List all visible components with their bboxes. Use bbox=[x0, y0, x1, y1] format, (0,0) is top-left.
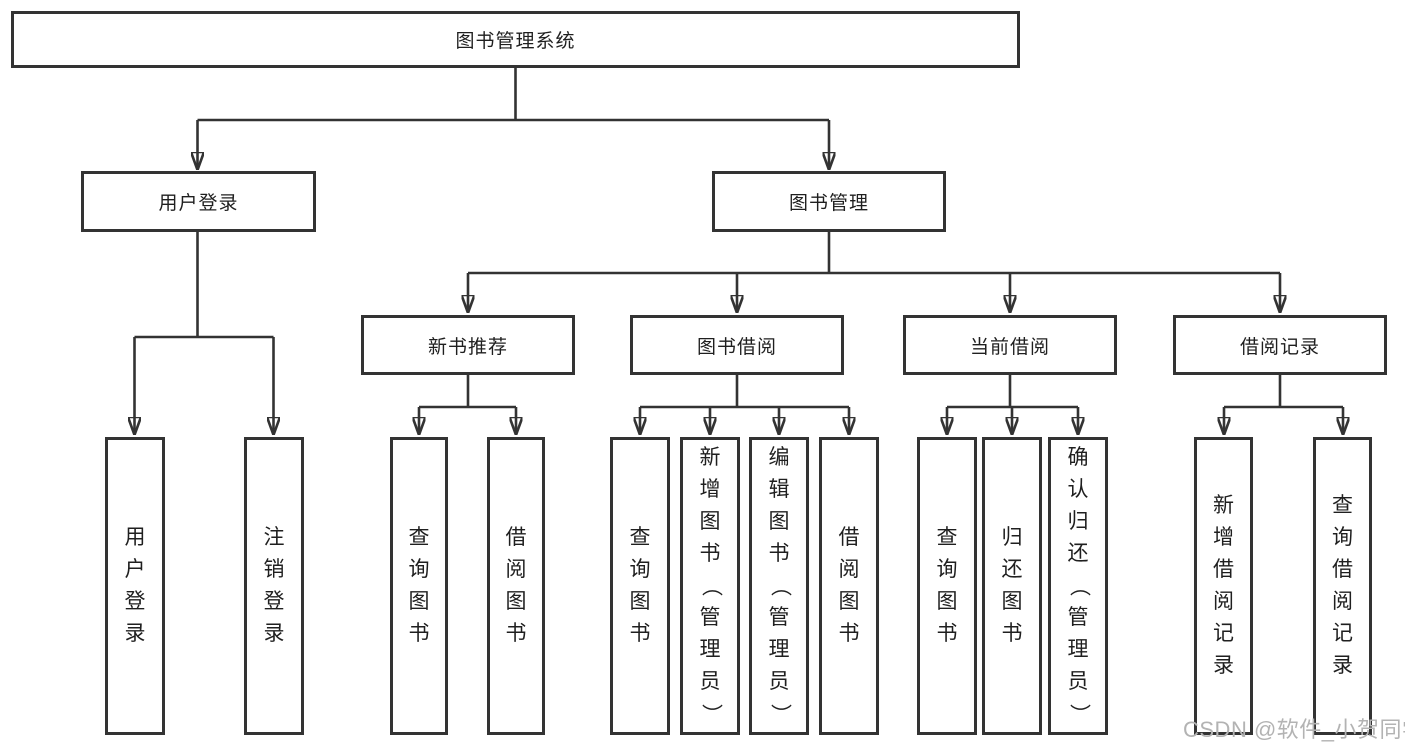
csdn-watermark: CSDN @软件_小贺同学 bbox=[1183, 717, 1405, 742]
node-current-borrow: 当前借阅 bbox=[903, 315, 1117, 375]
leaf-logout: 注销登录 bbox=[244, 437, 304, 735]
connector-new-book-recommend bbox=[419, 375, 516, 434]
leaf-return-book: 归还图书 bbox=[982, 437, 1042, 735]
node-book-management: 图书管理 bbox=[712, 171, 946, 232]
leaf-add-book-admin: 新增图书（管理员） bbox=[680, 437, 740, 735]
node-new-book-recommend-label: 新书推荐 bbox=[427, 336, 508, 358]
node-borrow-records-label: 借阅记录 bbox=[1239, 336, 1320, 358]
connector-book-borrow bbox=[640, 375, 849, 434]
leaf-current-query-books-label: 查询图书 bbox=[936, 526, 958, 645]
node-user-login: 用户登录 bbox=[81, 171, 316, 232]
leaf-recommend-borrow-books: 借阅图书 bbox=[487, 437, 545, 735]
leaf-query-borrow-record: 查询借阅记录 bbox=[1313, 437, 1372, 735]
node-borrow-records: 借阅记录 bbox=[1173, 315, 1387, 375]
leaf-recommend-query-books: 查询图书 bbox=[390, 437, 448, 735]
node-library-system-label: 图书管理系统 bbox=[455, 31, 576, 52]
leaf-return-book-label: 归还图书 bbox=[1001, 526, 1023, 645]
connector-borrow-records bbox=[1224, 375, 1343, 434]
leaf-edit-book-admin-label: 编辑图书（管理员） bbox=[768, 446, 791, 725]
node-book-management-label: 图书管理 bbox=[788, 193, 869, 214]
leaf-query-borrow-record-label: 查询借阅记录 bbox=[1332, 494, 1353, 677]
leaf-add-borrow-record-label: 新增借阅记录 bbox=[1213, 494, 1234, 677]
node-library-system: 图书管理系统 bbox=[11, 11, 1020, 68]
leaf-borrow-borrow-books: 借阅图书 bbox=[819, 437, 879, 735]
leaf-edit-book-admin: 编辑图书（管理员） bbox=[749, 437, 809, 735]
leaf-current-query-books: 查询图书 bbox=[917, 437, 977, 735]
leaf-add-borrow-record: 新增借阅记录 bbox=[1194, 437, 1253, 735]
connector-root bbox=[198, 68, 830, 169]
leaf-borrow-query-books: 查询图书 bbox=[610, 437, 670, 735]
node-book-borrow: 图书借阅 bbox=[630, 315, 844, 375]
node-user-login-label: 用户登录 bbox=[158, 193, 239, 214]
leaf-borrow-borrow-books-label: 借阅图书 bbox=[838, 526, 860, 645]
leaf-recommend-borrow-books-label: 借阅图书 bbox=[505, 526, 527, 645]
leaf-add-book-admin-label: 新增图书（管理员） bbox=[699, 446, 722, 725]
leaf-user-login: 用户登录 bbox=[105, 437, 165, 735]
leaf-confirm-return-admin: 确认归还（管理员） bbox=[1048, 437, 1108, 735]
connector-user-login bbox=[135, 232, 274, 434]
leaf-borrow-query-books-label: 查询图书 bbox=[629, 526, 651, 645]
connector-current-borrow bbox=[947, 375, 1078, 434]
node-book-borrow-label: 图书借阅 bbox=[696, 336, 777, 358]
connector-book-management bbox=[468, 232, 1280, 312]
node-new-book-recommend: 新书推荐 bbox=[361, 315, 575, 375]
leaf-user-login-label: 用户登录 bbox=[124, 526, 146, 645]
node-current-borrow-label: 当前借阅 bbox=[969, 336, 1050, 358]
leaf-logout-label: 注销登录 bbox=[263, 526, 285, 645]
leaf-recommend-query-books-label: 查询图书 bbox=[408, 526, 430, 645]
leaf-confirm-return-admin-label: 确认归还（管理员） bbox=[1067, 446, 1090, 725]
